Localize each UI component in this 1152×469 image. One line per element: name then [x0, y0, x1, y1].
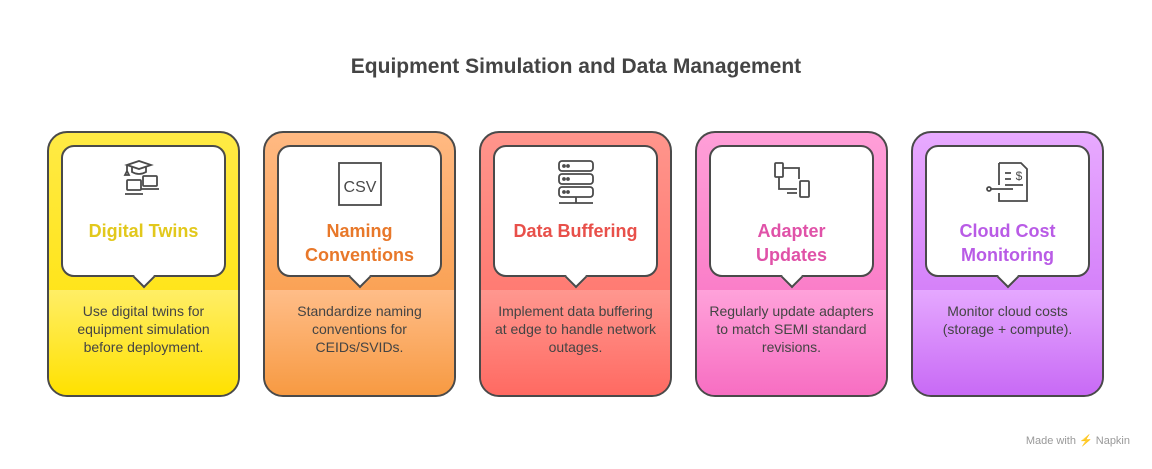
- graduation-laptops-icon: [123, 160, 159, 195]
- card-body: [913, 290, 1102, 395]
- card-body: [697, 290, 886, 395]
- card-adapter-updates: Adapter Updates Regularly update adapter…: [695, 131, 888, 397]
- devices-icon: [773, 162, 810, 198]
- card-header-box: Digital Twins: [61, 145, 226, 289]
- server-icon: [557, 160, 594, 204]
- card-header-box: CSV Naming Conventions: [277, 145, 442, 289]
- svg-text:CSV: CSV: [343, 179, 376, 196]
- card-naming-conventions: CSV Naming Conventions Standardize namin…: [263, 131, 456, 397]
- card-description: Implement data buffering at edge to hand…: [494, 303, 657, 355]
- card-title: Naming Conventions: [304, 221, 414, 265]
- card-header-box: Data Buffering: [493, 145, 658, 289]
- card-data-buffering: Data Buffering Implement data buffering …: [479, 131, 672, 397]
- card-description: Standardize naming conventions for CEIDs…: [297, 303, 422, 355]
- card-header-box: Adapter Updates: [709, 145, 874, 289]
- speech-pointer: [132, 265, 155, 289]
- card-title: Digital Twins: [88, 221, 199, 241]
- card-description: Regularly update adapters to match SEMI …: [709, 303, 874, 355]
- csv-icon: CSV: [337, 162, 382, 206]
- invoice-icon: $: [985, 162, 1028, 202]
- speech-pointer: [780, 265, 803, 289]
- speech-pointer: [564, 265, 587, 289]
- card-title: Cloud Cost Monitoring: [959, 221, 1056, 265]
- card-body: [481, 290, 670, 395]
- napkin-credit: Made with ⚡ Napkin: [1025, 435, 1130, 447]
- card-description: Use digital twins for equipment simulati…: [77, 303, 210, 355]
- svg-text:$: $: [1015, 169, 1022, 183]
- card-title: Data Buffering: [513, 221, 638, 241]
- card-digital-twins: Digital Twins Use digital twins for equi…: [47, 131, 240, 397]
- speech-pointer: [996, 265, 1019, 289]
- page-title: Equipment Simulation and Data Management: [350, 55, 802, 78]
- card-title: Adapter Updates: [755, 221, 827, 265]
- card-cloud-cost-monitoring: $ Cloud Cost Monitoring Monitor cloud co…: [911, 131, 1104, 397]
- card-body: [265, 290, 454, 395]
- card-body: [49, 290, 238, 395]
- speech-pointer: [348, 265, 371, 289]
- card-description: Monitor cloud costs (storage + compute).: [942, 303, 1073, 337]
- card-header-box: $ Cloud Cost Monitoring: [925, 145, 1090, 289]
